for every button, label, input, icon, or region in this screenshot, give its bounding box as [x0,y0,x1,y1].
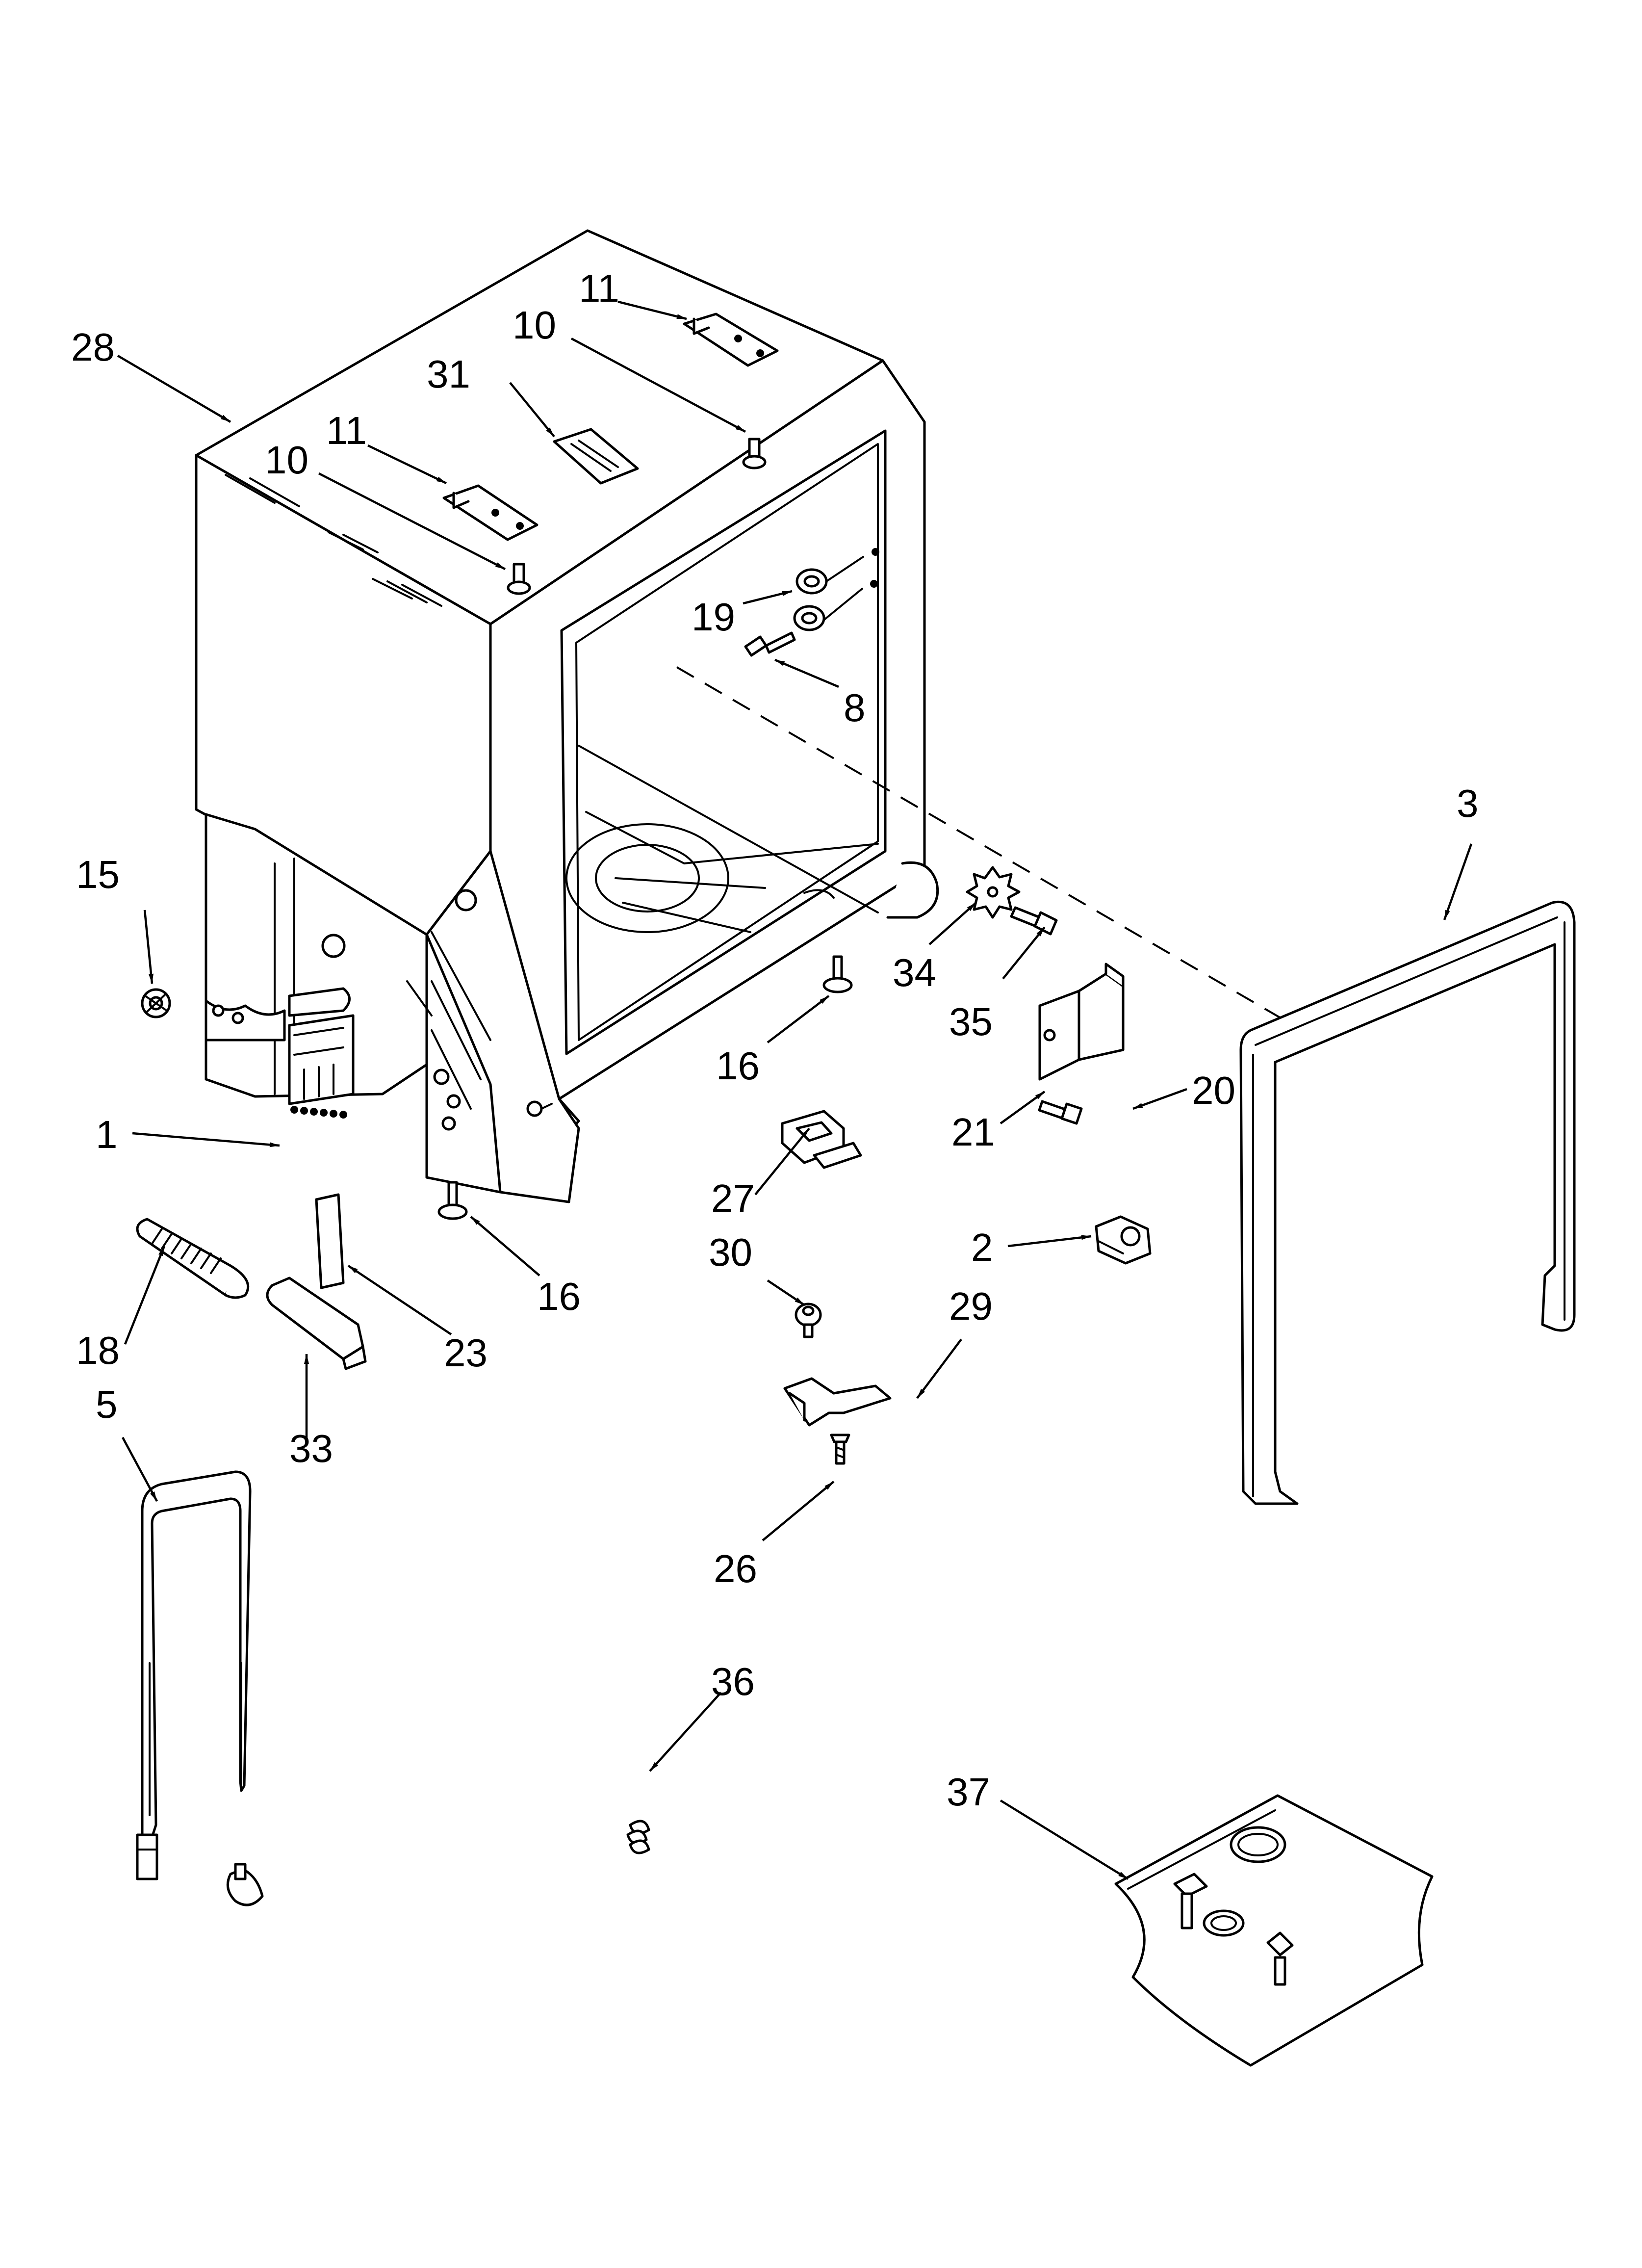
bracket-29 [785,1379,890,1425]
hardware-bag-37 [1116,1796,1432,2065]
leveling-leg-16b [439,1182,466,1219]
door-gasket-3 [1241,902,1574,1504]
leader-2 [1008,1235,1091,1246]
bracket-21 [1040,964,1123,1079]
callout-36: 36 [711,1660,755,1703]
spring-18 [137,1219,248,1298]
mounting-bracket-right [684,314,777,365]
callout-34: 34 [893,951,936,994]
screw-8 [745,633,795,655]
leader-11b [618,302,687,319]
vent-plate-31 [554,429,638,483]
leader-21 [1001,1092,1045,1123]
screw-26 [831,1435,849,1463]
screw-20 [1039,1101,1081,1123]
leader-11a [368,445,446,483]
callout-33: 33 [289,1427,333,1470]
callout-29: 29 [949,1284,993,1328]
callout-8: 8 [844,686,866,730]
callout-23: 23 [444,1331,487,1375]
leader-15 [145,910,154,984]
callout-labels: 28 11 10 31 11 10 19 8 3 15 34 35 16 20 … [71,266,1479,1814]
spring-36 [628,1821,649,1853]
insulation-pad-33 [267,1278,365,1369]
callout-11b: 11 [579,266,619,310]
screw-35 [1011,908,1056,934]
callout-21: 21 [951,1110,995,1154]
mounting-bracket-left [444,486,537,540]
leader-35 [1003,927,1045,979]
leader-5 [123,1437,157,1501]
callout-20: 20 [1192,1069,1235,1112]
leader-26 [763,1482,834,1540]
callout-16a: 16 [716,1044,760,1088]
callout-16b: 16 [537,1275,581,1318]
screw-10-right [744,439,765,468]
strip-23 [316,1195,343,1288]
leader-23 [348,1266,451,1334]
callout-10a: 10 [265,438,308,482]
callout-15: 15 [76,853,120,896]
callout-5: 5 [96,1382,118,1426]
callout-3: 3 [1457,782,1479,825]
leader-27 [755,1128,809,1195]
leader-10b [571,339,745,432]
leveling-leg-16a [824,957,851,992]
hinge-roller-19 [795,548,879,630]
leader-28 [118,356,231,422]
leader-34 [929,903,976,944]
leader-36 [650,1693,721,1771]
callout-10b: 10 [513,303,556,347]
leader-31 [510,383,554,437]
callout-19: 19 [692,595,735,639]
leader-29 [917,1339,961,1398]
callout-31: 31 [427,352,470,396]
callout-1: 1 [96,1113,118,1156]
leader-16b [471,1217,539,1276]
callout-37: 37 [947,1770,990,1814]
clip-2 [1096,1217,1150,1263]
callout-11a: 11 [326,409,367,452]
callout-27: 27 [711,1176,755,1220]
knob-30 [796,1304,821,1337]
callout-28: 28 [71,325,115,369]
fill-hose-5 [137,1472,262,1905]
leader-10a [319,473,505,569]
leader-8 [775,660,839,687]
leader-3 [1444,844,1471,920]
leader-37 [1001,1800,1128,1879]
screw-10-left [508,564,530,594]
callout-26: 26 [714,1547,757,1590]
drain-nut-15 [142,990,170,1017]
callout-30: 30 [709,1230,752,1274]
callout-18: 18 [76,1329,120,1372]
leader-18 [125,1246,164,1344]
leader-1 [132,1133,280,1147]
leader-16a [768,996,829,1043]
callout-2: 2 [971,1225,993,1269]
leader-20 [1133,1089,1187,1109]
star-washer-34 [967,867,1019,917]
callout-35: 35 [949,1000,993,1043]
clip-27 [782,1111,861,1168]
leader-lines [118,302,1471,1879]
leader-30 [768,1280,804,1305]
leader-19 [743,591,792,603]
